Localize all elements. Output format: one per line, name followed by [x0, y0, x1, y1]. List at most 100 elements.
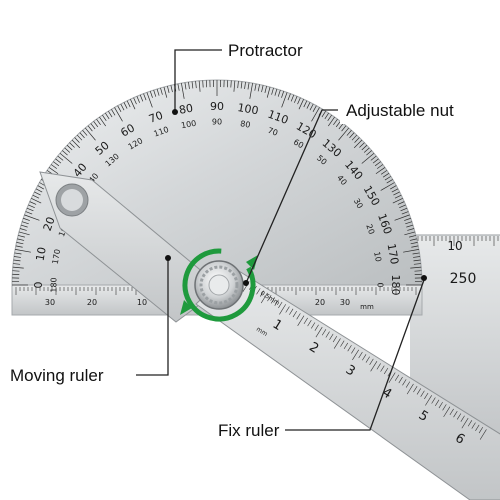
degree-tick: [66, 144, 73, 151]
inner-degree-label: 60: [292, 137, 305, 150]
fix-tick: [413, 386, 418, 393]
inner-degree-label: 30: [352, 197, 365, 210]
degree-tick: [105, 112, 110, 120]
outer-degree-label: 60: [118, 121, 137, 139]
fix-tick: [274, 299, 279, 306]
degree-tick: [324, 112, 329, 120]
fix-tick: [398, 376, 403, 384]
fix-tick: [369, 358, 374, 365]
adjustable-nut-label: Adjustable nut: [340, 98, 460, 124]
degree-tick: [361, 144, 368, 151]
fix-tick: [267, 295, 272, 302]
degree-tick: [366, 150, 372, 156]
degree-tick: [413, 259, 421, 262]
fix-tick: [315, 326, 323, 338]
degree-tick: [26, 207, 34, 212]
degree-tick: [160, 87, 163, 95]
outer-degree-label: 70: [147, 109, 165, 126]
degree-tick: [48, 167, 59, 175]
degree-tick: [120, 103, 125, 111]
degree-tick: [281, 92, 288, 108]
fix-tick: [260, 292, 268, 304]
fix-tick: [270, 297, 276, 304]
fix-tick: [471, 422, 476, 429]
fix-tick: [256, 288, 261, 295]
degree-tick: [274, 88, 278, 96]
degree-tick: [34, 191, 41, 196]
degree-tick: [404, 217, 411, 221]
fix-ruler-label: Fix ruler: [212, 418, 286, 444]
degree-tick: [333, 118, 338, 126]
inner-degree-label: 90: [212, 118, 222, 127]
inner-degree-label: 180: [50, 277, 59, 292]
degree-tick: [156, 88, 160, 96]
degree-tick: [353, 139, 363, 149]
degree-tick: [111, 109, 116, 116]
degree-tick: [376, 164, 384, 169]
degree-tick: [303, 100, 308, 108]
degree-tick: [14, 252, 22, 255]
fix-tick: [475, 424, 480, 431]
degree-tick: [143, 93, 147, 101]
fix-tick: [297, 315, 305, 326]
degree-tick: [149, 91, 153, 98]
degree-tick: [349, 132, 355, 139]
degree-tick: [361, 152, 375, 164]
degree-tick: [363, 147, 370, 153]
degree-tick: [167, 86, 170, 93]
degree-tick: [257, 84, 260, 92]
degree-tick: [244, 81, 246, 89]
fix-tick: [442, 404, 447, 411]
fix-tick: [449, 408, 454, 416]
degree-tick: [25, 211, 33, 215]
fix-tick: [365, 356, 370, 363]
degree-tick: [136, 96, 140, 103]
degree-tick: [298, 99, 304, 110]
degree-tick: [413, 256, 421, 258]
degree-tick: [372, 158, 379, 164]
degree-tick: [191, 81, 194, 89]
degree-tick: [163, 86, 168, 98]
degree-tick: [12, 266, 24, 269]
degree-tick: [64, 147, 71, 153]
inner-degree-label: 70: [266, 126, 279, 138]
outer-degree-label: 180: [389, 275, 402, 296]
degree-tick: [335, 121, 341, 128]
fix-tick: [435, 399, 440, 406]
protractor-base-unit: mm: [360, 303, 374, 311]
degree-tick: [153, 89, 157, 97]
degree-tick: [254, 83, 257, 91]
degree-tick: [404, 231, 416, 236]
outer-degree-label: 0: [32, 282, 45, 289]
degree-tick: [249, 83, 253, 99]
fix-tick: [388, 372, 396, 383]
degree-tick: [37, 185, 44, 190]
fix-tick: [420, 390, 425, 397]
degree-tick: [411, 245, 419, 248]
inner-degree-label: 80: [240, 119, 252, 130]
degree-tick: [386, 179, 393, 184]
fix-tick: [461, 417, 469, 429]
protractor-degree-ticks: [12, 80, 422, 286]
degree-tick: [397, 201, 405, 205]
degree-tick: [123, 102, 128, 109]
degree-tick: [130, 99, 136, 110]
degree-tick: [405, 221, 413, 225]
degree-tick: [266, 86, 271, 98]
degree-tick: [62, 150, 68, 156]
degree-tick: [401, 211, 409, 215]
degree-tick: [338, 123, 344, 130]
degree-tick: [79, 132, 85, 139]
degree-tick: [13, 263, 21, 265]
degree-tick: [126, 100, 131, 108]
degree-tick: [409, 238, 417, 241]
degree-tick: [114, 107, 123, 122]
degree-tick: [407, 228, 415, 231]
degree-tick: [24, 214, 40, 221]
degree-tick: [409, 235, 416, 238]
outer-degree-label: 20: [41, 215, 58, 233]
outer-degree-label: 170: [385, 243, 401, 266]
